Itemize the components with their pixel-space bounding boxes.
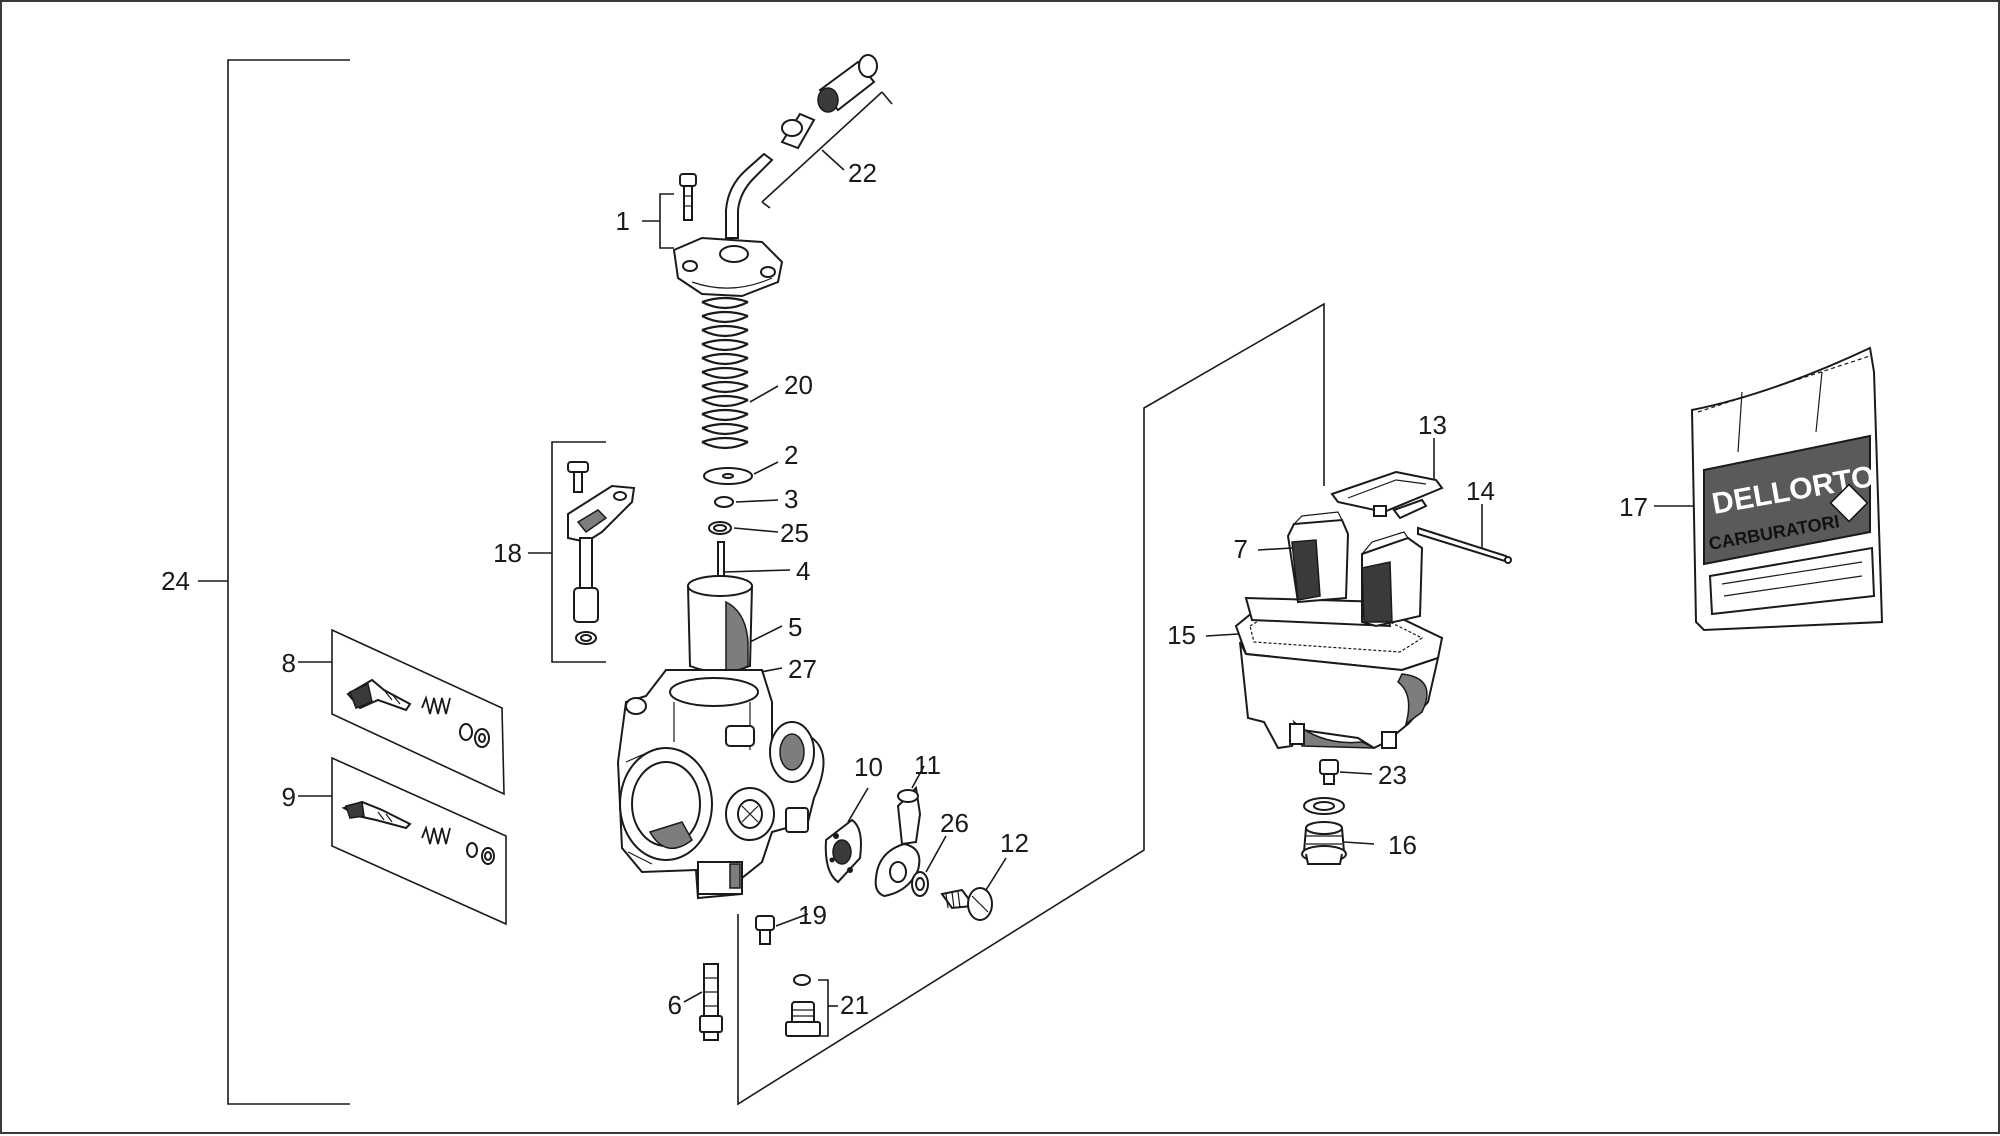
callout-4: 4: [796, 556, 810, 586]
callout-17: 17: [1619, 492, 1648, 522]
part-drain-plug: [1301, 759, 1375, 865]
part-float-pin-holder: [1330, 438, 1512, 564]
callout-labels: 1 2 3 4 5 6 7 8 9 10 11 12 13 14 15 16 1…: [161, 158, 1648, 1020]
part-pilot-jet: [785, 974, 838, 1037]
part-main-jet: [755, 913, 809, 945]
callout-18: 18: [493, 538, 522, 568]
part-filter-disc: [824, 787, 869, 884]
callout-12: 12: [1000, 828, 1029, 858]
callout-20: 20: [784, 370, 813, 400]
callout-11: 11: [914, 750, 941, 780]
part-chamber-cover: [672, 236, 784, 298]
callout-7: 7: [1234, 534, 1248, 564]
callout-19: 19: [798, 900, 827, 930]
part-idle-screw-kit-lower: [298, 756, 507, 926]
callout-8: 8: [282, 648, 296, 678]
part-fuel-fitting: [874, 765, 925, 898]
callout-6: 6: [668, 990, 682, 1020]
part-float-and-bowl: [1205, 511, 1444, 750]
callout-5: 5: [788, 612, 802, 642]
part-idle-screw-kit-upper: [298, 628, 505, 796]
callout-3: 3: [784, 484, 798, 514]
part-carburetor-body: [616, 669, 825, 900]
callout-23: 23: [1378, 760, 1407, 790]
callout-14: 14: [1466, 476, 1495, 506]
bracket-float-bowl-group: [737, 302, 1325, 1106]
bracket-24: [198, 59, 350, 1105]
callout-16: 16: [1388, 830, 1417, 860]
part-cable-adjuster: [725, 54, 893, 239]
part-washer-and-screw: [911, 835, 1007, 921]
callout-24: 24: [161, 566, 190, 596]
part-cap-screw: [642, 173, 697, 249]
callout-21: 21: [840, 990, 869, 1020]
callout-13: 13: [1418, 410, 1447, 440]
callout-10: 10: [854, 752, 883, 782]
part-throttle-valve: [686, 575, 783, 673]
part-emulsion-tube: [683, 963, 723, 1041]
callout-25: 25: [780, 518, 809, 548]
part-throttle-spring: [701, 296, 779, 456]
part-washers: [703, 461, 779, 535]
callout-9: 9: [282, 782, 296, 812]
part-gasket-bag: DELLORTO CARBURATORI: [1654, 346, 1884, 632]
part-starter-assembly: [528, 441, 636, 663]
callout-26: 26: [940, 808, 969, 838]
callout-15: 15: [1167, 620, 1196, 650]
callout-22: 22: [848, 158, 877, 188]
callout-2: 2: [784, 440, 798, 470]
callout-27: 27: [788, 654, 817, 684]
callout-1: 1: [616, 206, 630, 236]
